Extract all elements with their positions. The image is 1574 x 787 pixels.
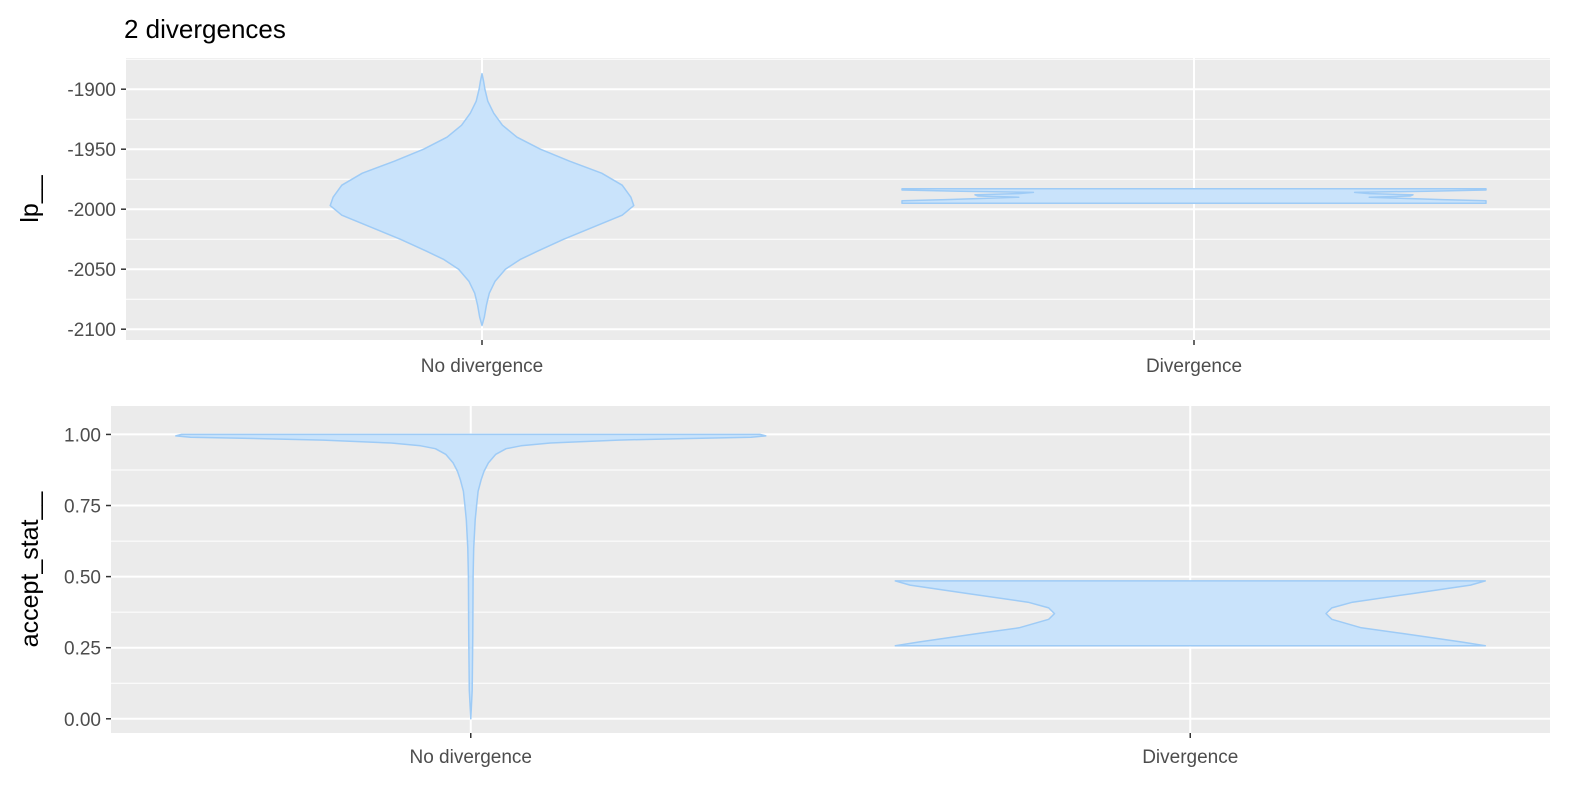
y-tick-label: 0.50 (64, 568, 101, 589)
x-tick-label: Divergence (1146, 356, 1242, 377)
y-tick-label: 1.00 (64, 425, 101, 446)
plot-title: 2 divergences (124, 14, 286, 44)
lp-panel: -1900 -1950 -2000 -2050 -2100 No divergence Di… (16, 58, 1550, 377)
y-tick-label: -1950 (67, 140, 116, 161)
panel-background (111, 406, 1550, 733)
x-tick-label: Divergence (1142, 747, 1238, 768)
violin-divergence (901, 188, 1487, 204)
y-axis-title: accept_stat__ (16, 491, 44, 648)
x-tick-label: No divergence (421, 356, 544, 377)
y-tick-label: -2050 (67, 260, 116, 281)
y-tick-label: -2100 (67, 320, 116, 341)
y-tick-label: 0.25 (64, 639, 101, 660)
violin-no-divergence (329, 72, 635, 327)
x-tick-label: No divergence (409, 747, 532, 768)
y-axis-title: lp__ (16, 174, 44, 222)
violin-divergence (894, 580, 1487, 647)
violin-no-divergence (175, 433, 767, 720)
accept-stat-panel: 1.00 0.75 0.50 0.25 0.00 No divergence Diverge… (16, 406, 1550, 768)
y-tick-label: -1900 (67, 80, 116, 101)
y-tick-label: 0.75 (64, 497, 101, 518)
y-tick-label: 0.00 (64, 710, 101, 731)
y-tick-label: -2000 (67, 200, 116, 221)
